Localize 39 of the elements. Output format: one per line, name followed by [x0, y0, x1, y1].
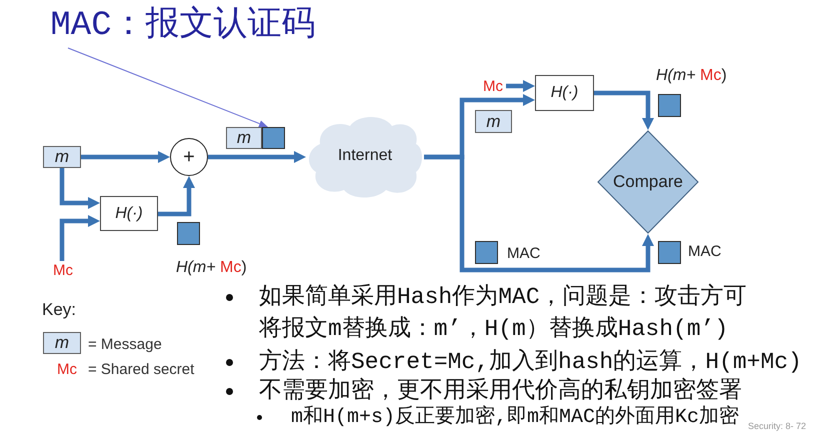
data-block — [177, 222, 200, 245]
title-text: MAC：报文认证码 — [33, 4, 333, 48]
cloud-shape: Internet — [306, 114, 424, 198]
data-block — [658, 94, 681, 117]
plus-circle: + — [170, 138, 208, 176]
leader-line — [68, 48, 268, 127]
hash-box: H(·) — [535, 75, 594, 111]
block-label: H(m+ Mc) — [176, 258, 247, 278]
arrow — [60, 168, 100, 209]
data-block — [658, 241, 681, 264]
key-text: = Shared secret — [88, 361, 194, 379]
block-label: MAC — [688, 243, 722, 261]
bullet-text: m和H(m+s)反正要加密,即m和MAC的外面用Kc加密 — [291, 407, 740, 429]
arrow — [506, 80, 535, 92]
data-block — [475, 241, 498, 264]
message-box: m — [43, 146, 81, 168]
secret-label: Mc — [480, 77, 506, 95]
arrow — [594, 90, 654, 130]
key-text: = Message — [88, 336, 162, 354]
slide-number: Security: 8- 72 — [748, 421, 806, 432]
decision-diamond: Compare — [597, 130, 699, 234]
message-box: m — [43, 332, 81, 354]
key-heading: Key: — [42, 299, 76, 321]
data-block — [262, 127, 285, 149]
arrow — [208, 151, 306, 163]
block-label: H(m+ Mc) — [656, 66, 727, 86]
block-label: MAC — [507, 245, 540, 263]
arrow — [60, 215, 100, 261]
bullet-text: 方法：将Secret=Mc,加入到hash的运算，H(m+Mc) — [259, 348, 802, 377]
bullet-text: 如果简单采用Hash作为MAC，问题是：攻击方可将报文m替换成：m’，H(m）替换成Hash(m’) — [259, 282, 748, 344]
arrow — [158, 176, 195, 216]
bullet-text: 不需要加密，更不用采用代价高的私钥加密签署 — [259, 377, 742, 405]
arrow — [81, 151, 170, 163]
message-box: m — [475, 110, 512, 133]
message-box: m — [226, 127, 262, 149]
hash-box: H(·) — [100, 196, 158, 231]
secret-label: Mc — [57, 361, 77, 379]
secret-label: Mc — [50, 261, 76, 279]
arrow — [424, 154, 654, 272]
